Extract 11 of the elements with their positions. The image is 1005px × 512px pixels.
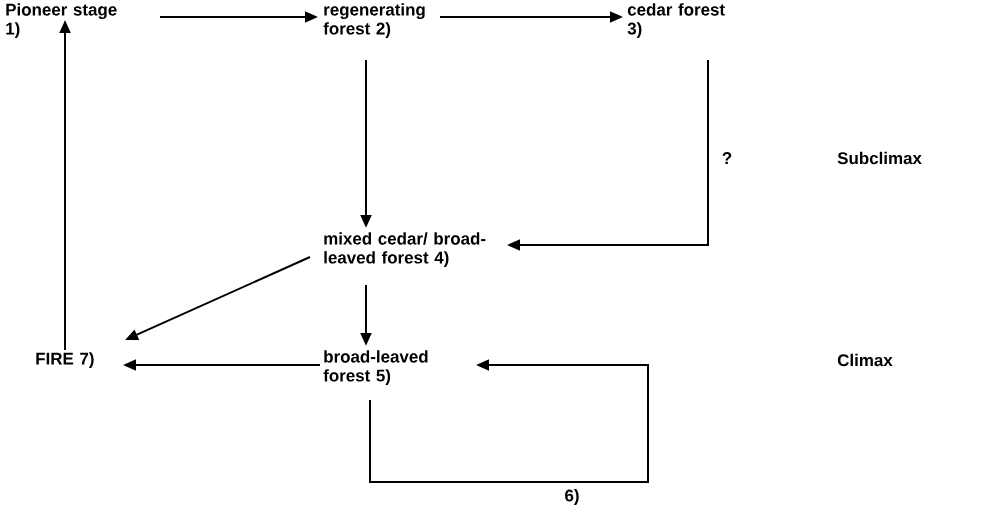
zone-label: Climax [837,353,893,367]
arrow [369,359,649,483]
zone-label: Subclimax [837,151,922,165]
stage-label: broad-leaved forest 5) [323,350,428,385]
edge-label: 6) [563,488,581,506]
stage-label: FIRE 7) [36,352,94,368]
stage-label: Pioneer stage 1) [6,3,117,38]
stage-label: cedar forest 3) [627,3,725,38]
stage-label: mixed cedar/ broad-leaved forest 4) [324,232,486,267]
stage-label: regenerating forest 2) [323,3,425,38]
edge-label: ? [720,151,734,165]
